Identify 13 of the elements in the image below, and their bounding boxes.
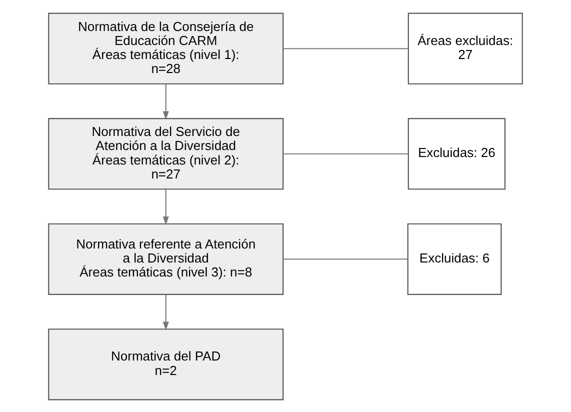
arrow xyxy=(162,294,169,330)
node-box: Normativa del PAD n=2 xyxy=(48,328,284,400)
connector xyxy=(283,152,408,154)
node-box: Áreas excluidas: 27 xyxy=(408,12,523,84)
connector xyxy=(283,48,408,49)
node-box: Normativa referente a Atención a la Diversidad Áreas temáticas (nivel 3): n=8 xyxy=(48,222,284,294)
connector xyxy=(283,258,408,260)
arrow xyxy=(162,188,169,225)
node-box: Excluidas: 6 xyxy=(407,222,502,294)
node-box: Normativa del Servicio de Atención a la Diversidad Áreas temáticas (nivel 2): n=27 xyxy=(48,118,284,190)
node-box: Excluidas: 26 xyxy=(408,118,506,190)
node-box: Normativa de la Consejería de Educación CARM Áreas temáticas (nivel 1): n=28 xyxy=(48,12,284,84)
arrow xyxy=(162,84,169,120)
